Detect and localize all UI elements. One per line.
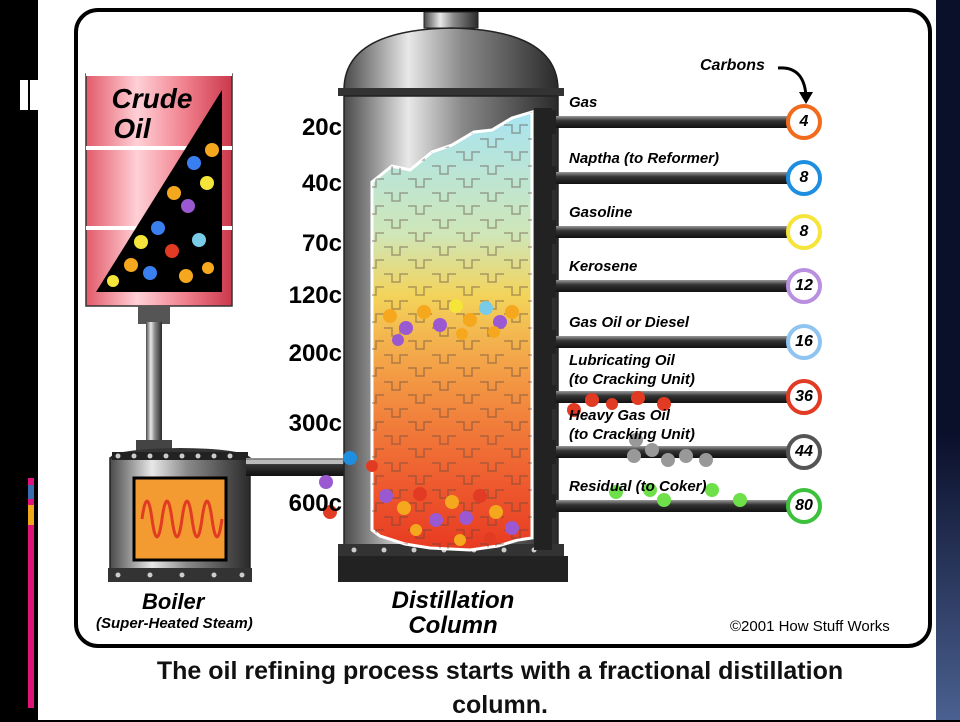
crude-oil-line1: Crude: [111, 83, 193, 114]
crude-oil-label: Crude Oil: [92, 84, 212, 144]
temperature-label: 120c: [288, 282, 342, 309]
boiler: [108, 448, 252, 582]
left-strip: [38, 0, 64, 720]
carbon-count-badge: 44: [786, 434, 822, 470]
accent-bar-blue: [28, 485, 34, 499]
fraction-destination: (to Cracking Unit): [569, 371, 695, 388]
carbon-count-badge: 80: [786, 488, 822, 524]
carbon-count-badge: 4: [786, 104, 822, 140]
carbons-arrowhead: [799, 92, 813, 104]
crude-oil-drum: [85, 72, 233, 307]
temperature-label: 300c: [288, 410, 342, 437]
column-vapor-droplets: [319, 299, 519, 546]
fraction-pipe: [552, 280, 788, 292]
carbon-count-badge: 12: [786, 268, 822, 304]
fraction-pipe: [552, 336, 788, 348]
accent-bar-black: [20, 80, 28, 110]
temperature-label: 600c: [288, 490, 342, 517]
accent-bar-pink: [28, 478, 34, 708]
fraction-label: Naptha (to Reformer): [569, 150, 720, 167]
fraction-pipe-collar: [548, 440, 556, 464]
column-line2: Column: [408, 612, 498, 639]
boiler-subtitle: (Super-Heated Steam): [96, 615, 253, 632]
fraction-name: Heavy Gas Oil: [569, 407, 670, 424]
fraction-pipe-collar: [548, 385, 556, 409]
temperature-label: 70c: [301, 230, 342, 257]
fraction-pipe-collar: [548, 330, 556, 354]
carbon-count-badge: 36: [786, 379, 822, 415]
carbon-count-badge: 8: [786, 160, 822, 196]
diagram-frame: [74, 8, 932, 648]
fraction-pipe-collar: [548, 166, 556, 190]
fraction-label: Residual (to Coker): [569, 478, 707, 495]
slide-caption: The oil refining process starts with a f…: [64, 654, 936, 722]
temperature-label: 40c: [301, 170, 342, 197]
caption-line1: The oil refining process starts with a f…: [156, 657, 844, 685]
fraction-label: Gasoline: [569, 204, 633, 221]
output-droplets: [567, 391, 747, 507]
column-label: Distillation Column: [378, 588, 528, 638]
fraction-pipe: [552, 172, 788, 184]
accent-bar-gold: [28, 505, 34, 525]
boiler-title: Boiler: [142, 589, 205, 614]
fraction-label: Kerosene: [569, 258, 638, 275]
carbons-arrow: [777, 66, 808, 97]
boiler-bolts: [115, 453, 245, 578]
steam-pipe: [246, 458, 346, 476]
side-riser: [534, 108, 552, 550]
fraction-pipe: [552, 116, 788, 128]
fraction-label: Gas Oil or Diesel: [569, 314, 690, 331]
right-gradient: [936, 0, 960, 720]
fraction-pipe-collar: [548, 494, 556, 518]
fraction-label: Lubricating Oil (to Cracking Unit): [569, 351, 695, 389]
tray-pattern: [372, 112, 532, 550]
fraction-pipe: [552, 446, 788, 458]
output-pipes: [548, 110, 788, 518]
fraction-label: Heavy Gas Oil (to Cracking Unit): [569, 406, 695, 444]
fraction-name: Lubricating Oil: [569, 352, 675, 369]
caption-line2: column.: [452, 691, 548, 719]
distillation-column: [319, 11, 568, 582]
drum-oil-droplets: [107, 143, 219, 287]
carbons-label: Carbons: [700, 57, 765, 74]
fraction-pipe-collar: [548, 274, 556, 298]
accent-bar-black-2: [30, 80, 38, 110]
crude-oil-line2: Oil: [113, 113, 151, 144]
temperature-label: 20c: [301, 114, 342, 141]
fraction-pipe: [552, 500, 788, 512]
fraction-label: Gas: [569, 94, 598, 111]
temperature-label: 200c: [288, 340, 342, 367]
fraction-pipe: [552, 226, 788, 238]
copyright: ©2001 How Stuff Works: [730, 618, 890, 635]
carbon-count-badge: 8: [786, 214, 822, 250]
fraction-pipe-collar: [548, 220, 556, 244]
heating-coil: [140, 499, 224, 539]
fraction-destination: (to Cracking Unit): [569, 426, 695, 443]
carbon-count-badge: 16: [786, 324, 822, 360]
fraction-pipe-collar: [548, 110, 556, 134]
column-line1: Distillation: [391, 587, 515, 614]
drum-feed-pipe: [136, 306, 172, 452]
